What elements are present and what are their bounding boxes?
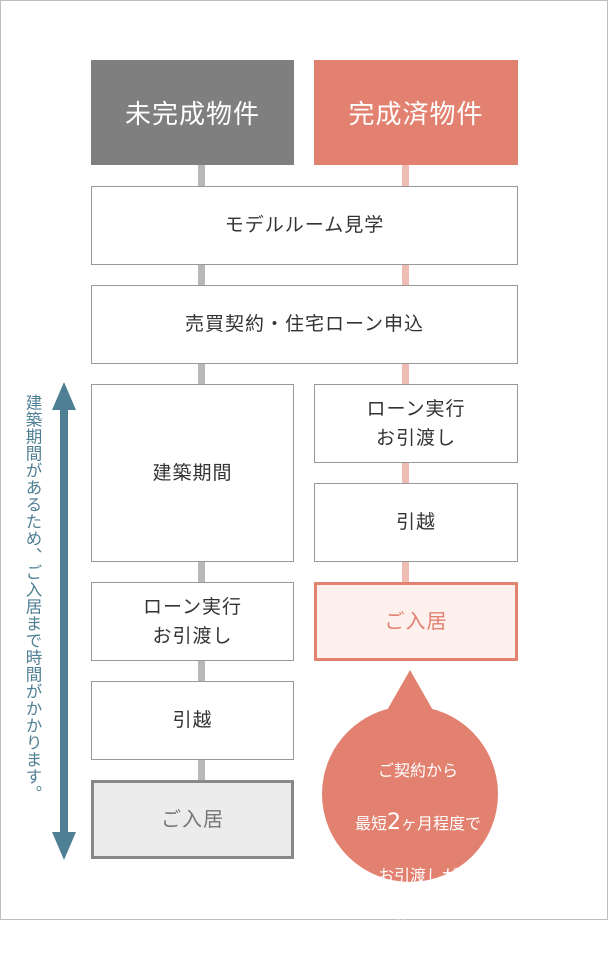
connector-right-2 <box>402 265 409 286</box>
header-finished: 完成済物件 <box>314 60 518 165</box>
connector-left-1 <box>198 165 205 186</box>
step-loan-left: ローン実行 お引渡し <box>91 582 294 661</box>
bubble-line-2: 最短2ヶ月程度で <box>326 810 510 837</box>
connector-left-5 <box>198 661 205 682</box>
connector-left-2 <box>198 265 205 286</box>
step-move-in-right: ご入居 <box>314 582 518 661</box>
bubble-line-2-suffix: ヶ月程度で <box>401 814 482 833</box>
bubble-text: ご契約から 最短2ヶ月程度で お引渡しが 可能です。 <box>326 732 510 967</box>
header-unfinished: 未完成物件 <box>91 60 294 165</box>
connector-right-3 <box>402 364 409 385</box>
connector-left-6 <box>198 760 205 781</box>
bubble-line-3: お引渡しが <box>377 866 458 885</box>
step-construction: 建築期間 <box>91 384 294 562</box>
speech-bubble-shape <box>322 670 498 882</box>
step-move-in-left: ご入居 <box>91 780 294 859</box>
bubble-line-1: ご契約から <box>377 761 458 780</box>
step-loan-right: ローン実行 お引渡し <box>314 384 518 463</box>
connector-left-4 <box>198 562 205 583</box>
connector-right-1 <box>402 165 409 186</box>
step-contract: 売買契約・住宅ローン申込 <box>91 285 518 364</box>
bubble-line-2-number: 2 <box>387 810 401 835</box>
side-note: 建築期間があるため、ご入居まで時間がかかります。 <box>23 394 42 802</box>
connector-right-4 <box>402 463 409 484</box>
bubble-line-2-prefix: 最短 <box>354 814 387 833</box>
step-moving-right: 引越 <box>314 483 518 562</box>
step-model-room: モデルルーム見学 <box>91 186 518 265</box>
connector-right-5 <box>402 562 409 583</box>
duration-arrow-icon <box>52 382 76 860</box>
step-moving-left: 引越 <box>91 681 294 760</box>
bubble-line-4: 可能です。 <box>378 918 458 937</box>
connector-left-3 <box>198 364 205 385</box>
